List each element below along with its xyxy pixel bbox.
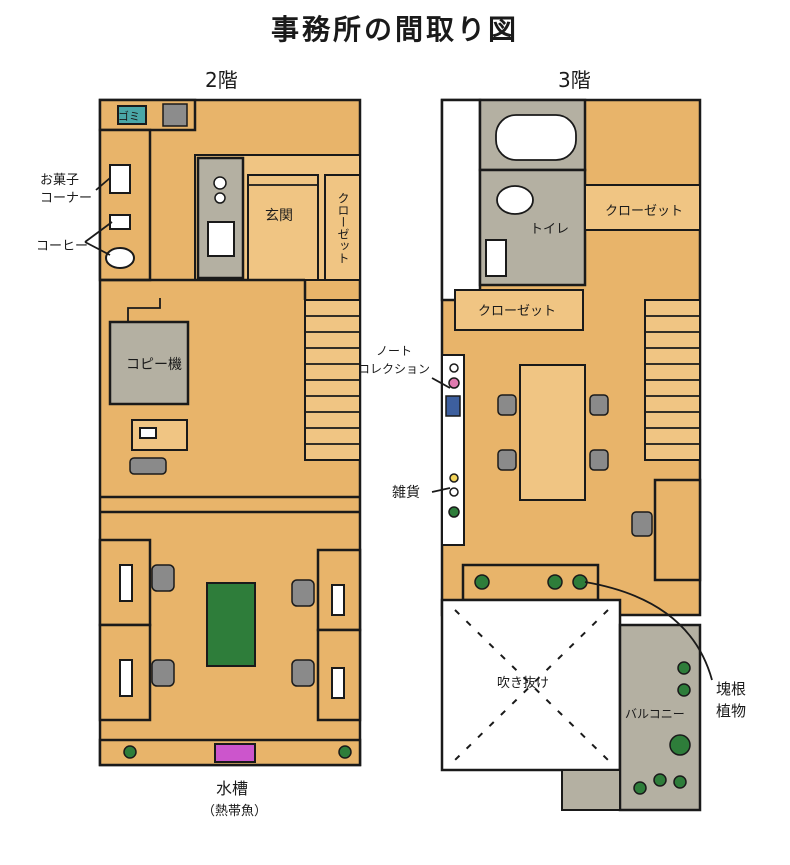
snack-box <box>109 164 131 194</box>
label-closet-2f: クローゼット <box>336 192 350 264</box>
plant <box>123 745 137 759</box>
floor-2f <box>84 98 362 767</box>
label-plants: 塊根 植物 <box>716 680 747 720</box>
label-toilet: トイレ <box>530 222 570 237</box>
label-copy: コピー機 <box>126 357 182 373</box>
label-nettaigyo: （熱帯魚） <box>202 804 268 819</box>
trash-can <box>117 105 147 125</box>
label-okashi: お菓子 コーナー <box>40 173 93 206</box>
note-item <box>448 377 460 389</box>
wash-unit <box>196 156 245 280</box>
meeting-table <box>206 582 256 667</box>
keyboard <box>119 564 133 602</box>
label-closet-3f-mid: クローゼット <box>478 304 557 319</box>
label-balcony: バルコニー <box>625 707 685 721</box>
floor-label-2f: 2階 <box>205 68 238 92</box>
sink <box>105 247 135 269</box>
genkan <box>247 174 319 281</box>
floor-3f <box>431 98 713 812</box>
wash-basin <box>207 221 235 257</box>
closet-3f-mid <box>454 289 584 331</box>
small-desk <box>131 419 188 451</box>
atrium-void <box>440 598 622 772</box>
right-cabinet <box>653 478 702 582</box>
label-gomi: ゴミ <box>118 110 140 123</box>
floor-label-3f: 3階 <box>558 68 591 92</box>
label-coffee: コーヒー <box>36 239 89 254</box>
aquarium <box>214 743 256 763</box>
closet-2f <box>324 174 361 281</box>
trash-bin-grey <box>162 103 188 127</box>
chair-small-desk <box>129 457 167 475</box>
copy-machine <box>108 320 190 406</box>
label-closet-3f-top: クローゼット <box>605 204 684 219</box>
label-genkan: 玄関 <box>265 208 293 224</box>
coffee-machine <box>109 214 131 230</box>
chair <box>151 564 175 592</box>
page-title: 事務所の間取り図 <box>270 13 519 46</box>
label-zakka: 雑貨 <box>392 485 420 501</box>
label-fukinuke: 吹き抜け <box>497 676 550 691</box>
label-suisou: 水槽 <box>216 779 249 798</box>
closet-3f-top <box>584 184 701 231</box>
label-note: ノート コレクション <box>358 344 431 376</box>
table-3f <box>519 364 586 501</box>
